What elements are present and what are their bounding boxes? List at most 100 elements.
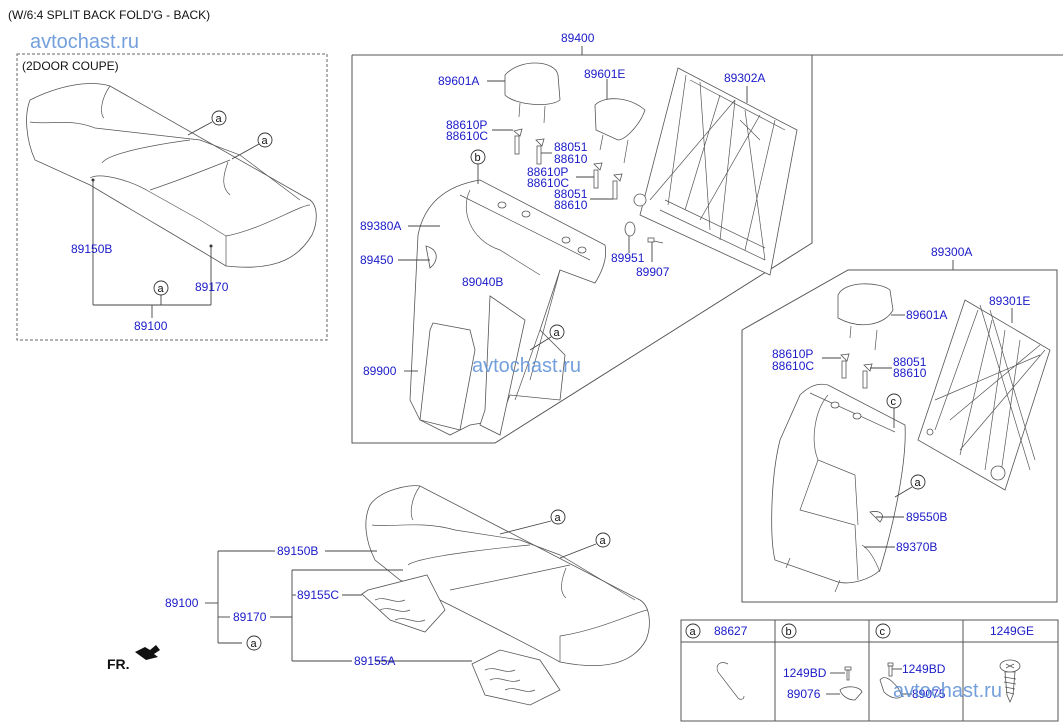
seatback-6-cover-drawing: [409, 179, 607, 436]
legend-column-a: a 88627: [685, 623, 748, 700]
front-label: FR.: [107, 656, 130, 672]
part-label-88610c-3[interactable]: 88610C: [772, 359, 814, 373]
ref-letter: a: [690, 626, 697, 638]
back-6-border: [351, 55, 813, 444]
part-label-89601a[interactable]: 89601A: [438, 74, 479, 88]
headrest-89601a-drawing: [504, 62, 561, 124]
part-label-89951[interactable]: 89951: [611, 251, 645, 265]
back-4-section: 89300A 89601A 88610P 88610C 88051 88610 …: [741, 245, 1058, 603]
clip-89076-icon: [839, 686, 863, 701]
ref-callout-a-7: a: [559, 532, 611, 559]
part-label-89907[interactable]: 89907: [636, 265, 670, 279]
ref-callout-c: c: [886, 393, 902, 428]
legend-column-b: b 1249BD 89076: [781, 623, 863, 701]
part-label-88610p-1[interactable]: 88610P: [446, 118, 487, 132]
ref-callout-a-3: a: [153, 280, 169, 296]
part-label-88051-2[interactable]: 88051: [554, 187, 588, 201]
headrest-guides-2-drawing: [840, 353, 873, 389]
front-direction-indicator: FR.: [107, 645, 160, 672]
part-label-88051-1[interactable]: 88051: [554, 140, 588, 154]
legend-column-d: 1249GE: [990, 624, 1034, 704]
ref-callout-a-2: a: [231, 132, 273, 160]
watermark-2: avtochast.ru: [472, 355, 581, 377]
coupe-seat-cushion-drawing: [26, 83, 317, 268]
part-label-89300a[interactable]: 89300A: [931, 245, 972, 259]
frame-89302a-drawing: [633, 67, 798, 276]
ref-letter: c: [891, 396, 897, 408]
part-label-89100[interactable]: 89100: [134, 319, 168, 333]
cushion-section: a a 89100 89150B 89170 89155C 89155A a: [107, 485, 650, 706]
watermark: avtochast.ru: [30, 31, 139, 53]
ref-letter: c: [880, 626, 886, 638]
part-label-89100-2[interactable]: 89100: [165, 596, 199, 610]
headrest-89601a-2-drawing: [837, 283, 894, 351]
part-label-88610c-2[interactable]: 88610C: [527, 176, 569, 190]
part-label-89170[interactable]: 89170: [195, 280, 229, 294]
heater-89155c-drawing: [361, 574, 446, 633]
part-label-89380a[interactable]: 89380A: [360, 219, 401, 233]
diagram-title: (W/6:4 SPLIT BACK FOLD'G - BACK): [8, 8, 210, 22]
ref-letter: b: [475, 152, 481, 164]
wire-clip-icon: [716, 662, 745, 700]
ref-callout-a-1: a: [187, 110, 227, 136]
part-label-89400[interactable]: 89400: [561, 31, 595, 45]
back-4-border: [741, 269, 1058, 603]
legend-part-89075[interactable]: 89075: [912, 687, 946, 701]
part-label-89450[interactable]: 89450: [360, 253, 394, 267]
legend-part-1249bd-b[interactable]: 1249BD: [783, 666, 827, 680]
legend-part-1249ge[interactable]: 1249GE: [990, 624, 1034, 638]
ref-callout-b: b: [470, 149, 486, 184]
part-label-89301e[interactable]: 89301E: [989, 294, 1030, 308]
headrest-guide-drawings: [513, 128, 623, 200]
legend-part-1249bd-c[interactable]: 1249BD: [902, 662, 946, 676]
screw-icon: [844, 666, 852, 671]
frame-89301e-drawing: [917, 299, 1051, 491]
coupe-section-title: (2DOOR COUPE): [22, 59, 119, 73]
headrest-89601e-drawing: [594, 98, 646, 164]
part-label-89150b[interactable]: 89150B: [71, 242, 112, 256]
screw-icon-2: [887, 662, 894, 667]
legend-column-c: c 1249BD 89075: [875, 623, 946, 701]
watermark-3: avtochast.ru: [893, 680, 1002, 702]
ref-callout-a-6: a: [499, 509, 566, 535]
part-label-89150b-2[interactable]: 89150B: [277, 544, 318, 558]
part-label-88610p-2[interactable]: 88610P: [527, 165, 568, 179]
ref-letter: a: [554, 327, 561, 339]
heater-89155a-drawing: [471, 649, 561, 706]
part-label-89155a[interactable]: 89155A: [354, 654, 395, 668]
ref-letter: a: [158, 283, 165, 295]
part-label-89550b[interactable]: 89550B: [906, 510, 947, 524]
clip-89075-icon: [879, 677, 903, 699]
front-arrow-icon: [135, 645, 160, 660]
ref-callout-a-8: a: [246, 635, 262, 651]
part-label-89155c[interactable]: 89155C: [297, 588, 339, 602]
part-label-88610c-1[interactable]: 88610C: [446, 129, 488, 143]
part-label-89302a[interactable]: 89302A: [724, 71, 765, 85]
ref-letter: a: [216, 113, 223, 125]
ref-letter: a: [555, 512, 562, 524]
part-label-88610p-3[interactable]: 88610P: [772, 347, 813, 361]
part-label-89370b[interactable]: 89370B: [896, 540, 937, 554]
back-6-section: 89400 89601A 89601E 88610P 88610C: [351, 31, 1063, 444]
part-label-88051-3[interactable]: 88051: [893, 355, 927, 369]
seatback-4-cover-drawing: [771, 383, 906, 593]
ref-letter: a: [262, 135, 269, 147]
ref-letter: b: [786, 626, 792, 638]
part-label-88610-2[interactable]: 88610: [554, 198, 588, 212]
part-label-88610-3[interactable]: 88610: [893, 366, 927, 380]
part-label-89601a-2[interactable]: 89601A: [906, 308, 947, 322]
ref-letter: a: [915, 477, 922, 489]
bolt-89907-drawing: [647, 237, 664, 244]
coupe-section: (2DOOR COUPE) a a a 89150B 89170: [16, 53, 328, 341]
part-label-89170-2[interactable]: 89170: [233, 610, 267, 624]
part-label-89900[interactable]: 89900: [363, 364, 397, 378]
part-label-89040b[interactable]: 89040B: [462, 275, 503, 289]
part-label-89601e[interactable]: 89601E: [584, 67, 625, 81]
legend-part-88627[interactable]: 88627: [714, 624, 748, 638]
part-label-88610-1[interactable]: 88610: [554, 152, 588, 166]
ref-callout-a-4: a: [529, 324, 565, 351]
cushion-drawing: [365, 485, 650, 666]
ref-letter: a: [600, 535, 607, 547]
legend-part-89076[interactable]: 89076: [787, 687, 821, 701]
